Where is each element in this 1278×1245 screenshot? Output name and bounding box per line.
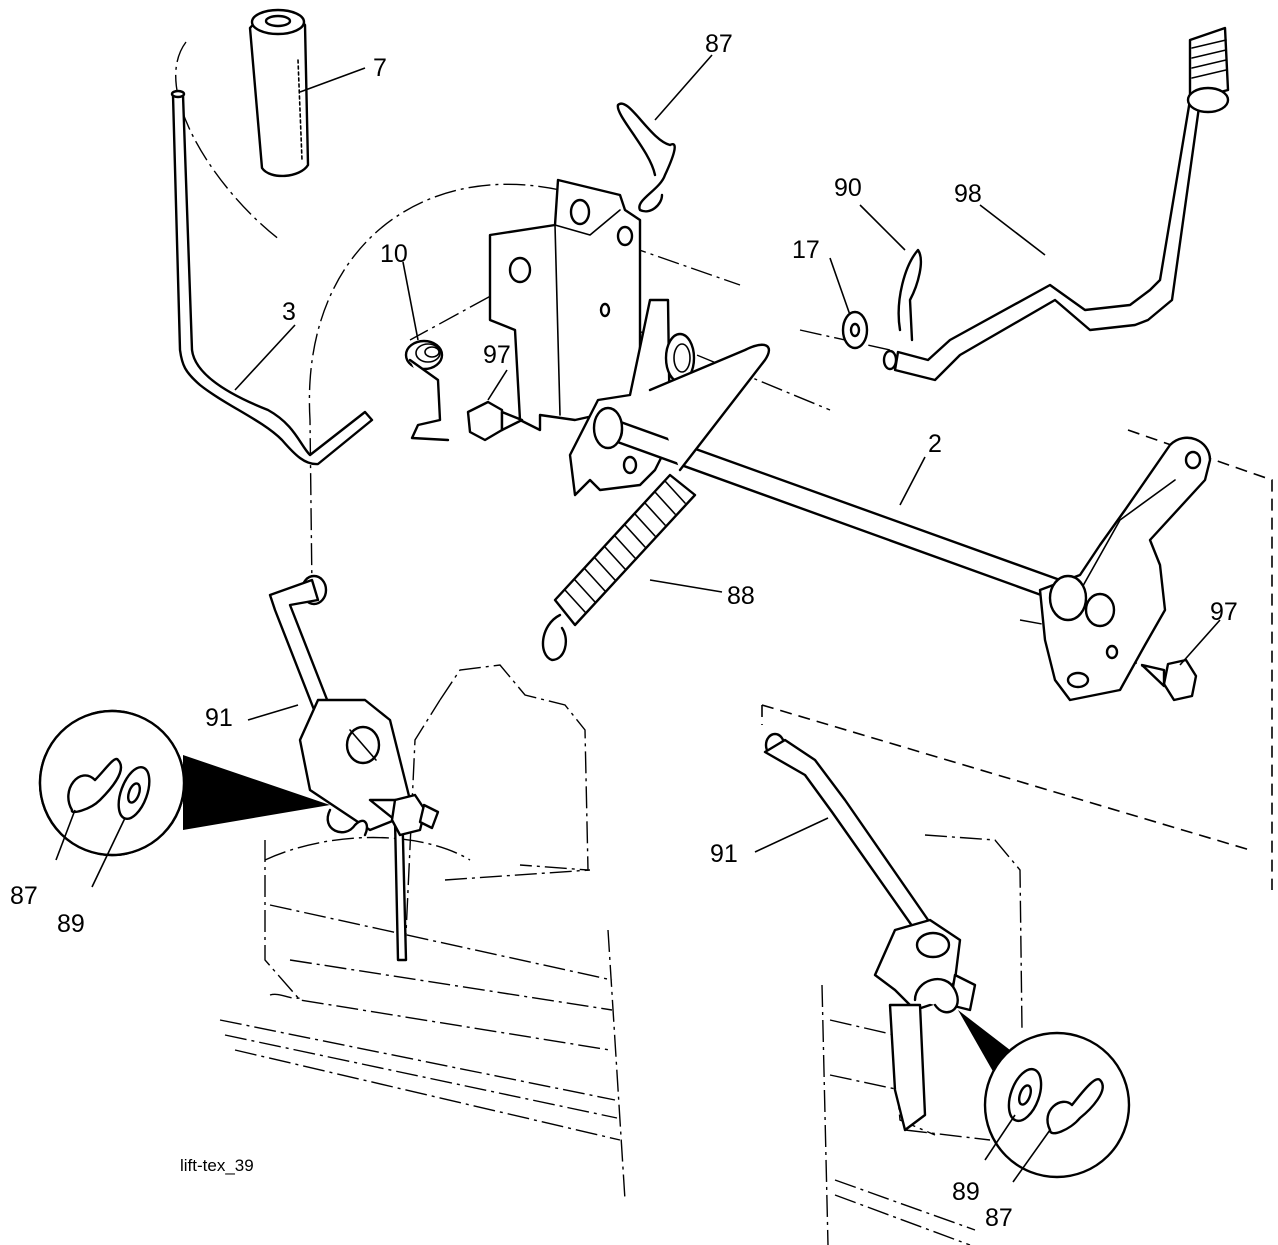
torsion-spring [404,339,450,442]
detail-circle-left [38,709,330,857]
lift-handle-rod [170,89,374,466]
callout-87-left: 87 [10,882,38,910]
callout-87-right: 87 [985,1204,1013,1232]
shoulder-bolt-left [466,400,524,442]
callout-97-right: 97 [1210,598,1238,626]
callout-17: 17 [792,236,820,264]
shoulder-bolt-right [1140,658,1198,702]
figure-id: lift-tex_39 [180,1156,254,1175]
callout-91-right: 91 [710,840,738,868]
leader-lines [55,54,1221,1183]
callout-91-left: 91 [205,704,233,732]
lift-link-arm-left [268,574,440,962]
callout-97-left: 97 [483,341,511,369]
lift-arm-right [1038,436,1212,702]
lift-link-arm-right [763,732,977,1132]
hairpin-clip-90 [897,248,923,342]
callout-7: 7 [373,54,387,82]
callout-87-top: 87 [705,30,733,58]
washer-17 [841,310,869,350]
callout-10: 10 [380,240,408,268]
hairpin-clip-87-top [616,102,676,213]
callouts: 7 87 90 98 17 10 3 97 2 88 97 91 87 89 9… [10,30,1238,1232]
callout-3: 3 [282,298,296,326]
callout-2: 2 [928,430,942,458]
callout-98: 98 [954,180,982,208]
callout-88: 88 [727,582,755,610]
callout-89-left: 89 [57,910,85,938]
extension-spring [541,343,771,662]
handle-grip [248,8,310,178]
lift-shaft [592,406,1062,602]
deck-outline-dashed [761,429,1273,890]
detail-circle-right [958,1010,1131,1179]
callout-90: 90 [834,174,862,202]
link-rod [882,26,1230,382]
callout-89-right: 89 [952,1178,980,1206]
